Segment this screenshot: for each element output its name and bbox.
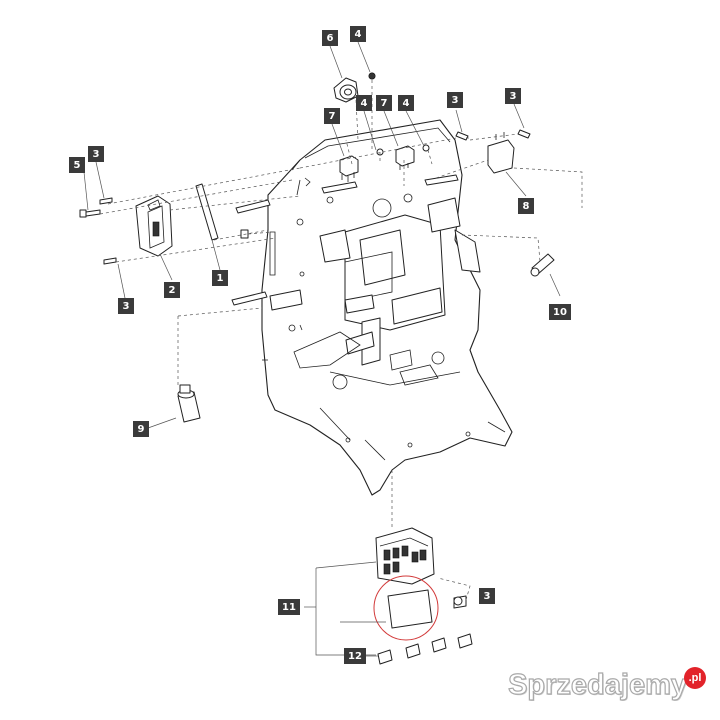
callout-box [324, 108, 340, 124]
part-7-relay-left [339, 155, 359, 182]
part-4-nut-mid2 [422, 144, 430, 152]
callout-box [505, 88, 521, 104]
callout-c4b: 4 [356, 95, 372, 111]
callout-number: 12 [348, 651, 362, 662]
callout-c3e: 3 [479, 588, 495, 604]
callout-box [376, 95, 392, 111]
callout-c4c: 4 [398, 95, 414, 111]
part-8-module [487, 132, 515, 174]
callout-box [133, 421, 149, 437]
callout-c7a: 7 [324, 108, 340, 124]
callout-number: 3 [452, 95, 459, 106]
callout-c10: 10 [549, 304, 571, 320]
watermark-text: Sprzedajemy [507, 668, 687, 701]
callout-number: 7 [381, 98, 388, 109]
callout-c4a: 4 [350, 26, 366, 42]
callout-c1: 1 [212, 270, 228, 286]
callout-c7b: 7 [376, 95, 392, 111]
callout-c8: 8 [518, 198, 534, 214]
callout-box [88, 146, 104, 162]
callout-number: 11 [282, 602, 296, 613]
callout-c3a: 3 [447, 92, 463, 108]
callout-box [350, 26, 366, 42]
part-6-clip [333, 77, 359, 103]
callout-number: 8 [523, 201, 530, 212]
callout-c3c: 3 [88, 146, 104, 162]
part-3-screw-a [455, 131, 469, 141]
callout-box [344, 648, 366, 664]
leader-lines [83, 41, 583, 657]
callout-number: 1 [217, 273, 224, 284]
callout-box [398, 95, 414, 111]
callout-box [212, 270, 228, 286]
part-1-bracket-rod [195, 183, 219, 241]
part-11-fuse-box [373, 527, 439, 641]
part-12-fuses [377, 633, 473, 665]
callout-c5: 5 [69, 157, 85, 173]
callout-number: 4 [355, 29, 362, 40]
part-3-screw-left-top [99, 197, 113, 205]
callout-box [518, 198, 534, 214]
callout-c11: 11 [278, 599, 300, 615]
callout-c12: 12 [344, 648, 366, 664]
mounting-panel [231, 119, 513, 496]
callout-number: 5 [74, 160, 81, 171]
callout-box [278, 599, 300, 615]
callout-number: 6 [327, 33, 334, 44]
callout-number: 10 [553, 307, 567, 318]
part-10-sensor [530, 253, 555, 277]
part-4-nut-top [368, 72, 376, 80]
callout-number: 3 [510, 91, 517, 102]
callout-box [69, 157, 85, 173]
callout-box [549, 304, 571, 320]
part-2-control-module [135, 195, 173, 257]
callout-number: 3 [93, 149, 100, 160]
callout-box [479, 588, 495, 604]
callout-number: 3 [484, 591, 491, 602]
callout-box [164, 282, 180, 298]
callout-c3b: 3 [505, 88, 521, 104]
part-9-cylinder [177, 384, 201, 423]
callout-number: 3 [123, 301, 130, 312]
part-3-screw-fusebox [453, 595, 467, 609]
part-7-relay-right [395, 145, 415, 170]
part-5-screw [79, 209, 101, 218]
callout-number: 7 [329, 111, 336, 122]
callout-number: 4 [403, 98, 410, 109]
callout-box [447, 92, 463, 108]
callout-c6: 6 [322, 30, 338, 46]
callout-c3d: 3 [118, 298, 134, 314]
callout-c9: 9 [133, 421, 149, 437]
callout-box [356, 95, 372, 111]
callout-box [118, 298, 134, 314]
callout-number: 2 [169, 285, 176, 296]
part-3-screw-left-bottom [103, 257, 117, 265]
callout-number: 9 [138, 424, 145, 435]
callout-c2: 2 [164, 282, 180, 298]
watermark-logo: Sprzedajemy .pl [507, 666, 706, 702]
callout-number: 4 [361, 98, 368, 109]
watermark-badge: .pl [684, 666, 706, 689]
callout-box [322, 30, 338, 46]
part-3-screw-b [517, 129, 531, 139]
